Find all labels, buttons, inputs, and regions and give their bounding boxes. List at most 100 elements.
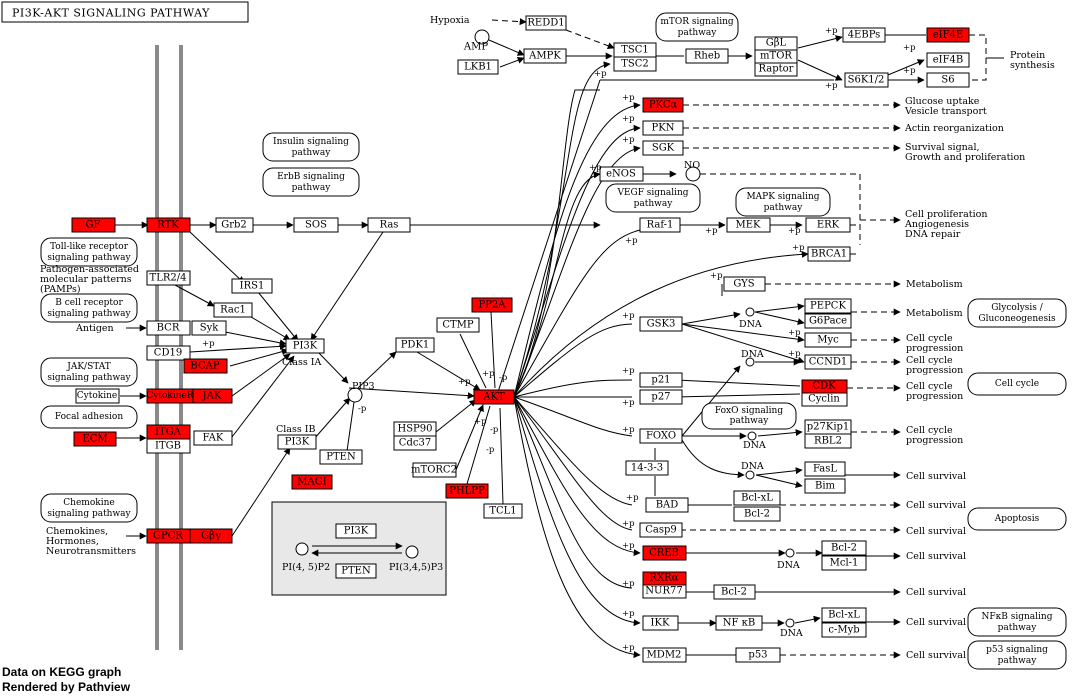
- node-TSC2[interactable]: TSC2: [613, 56, 657, 72]
- node-GSK3[interactable]: GSK3: [639, 316, 683, 332]
- node-S6[interactable]: S6: [926, 72, 970, 88]
- node-S6K12[interactable]: S6K1/2: [844, 72, 889, 88]
- node-eIF4B[interactable]: eIF4B: [926, 52, 970, 68]
- node-Raf1[interactable]: Raf-1: [639, 217, 681, 233]
- node-MEK[interactable]: MEK: [726, 217, 771, 233]
- node-AMPK[interactable]: AMPK: [523, 48, 567, 64]
- node-14-3-3[interactable]: 14-3-3: [625, 460, 669, 476]
- pathway-apoptosis[interactable]: Apoptosis: [967, 507, 1067, 531]
- node-CD19[interactable]: CD19: [146, 345, 191, 361]
- node-4EBPs[interactable]: 4EBPs: [842, 27, 886, 43]
- node-Bcl-2-1[interactable]: Bcl-2: [733, 506, 781, 522]
- node-ECM[interactable]: ECM: [73, 431, 117, 447]
- node-Cyclin[interactable]: Cyclin: [801, 392, 848, 407]
- node-mTOR[interactable]: mTOR: [754, 49, 798, 64]
- node-TSC1[interactable]: TSC1: [613, 42, 657, 58]
- node-GYS[interactable]: GYS: [723, 276, 766, 292]
- node-Cytokine[interactable]: Cytokine: [75, 388, 120, 404]
- node-NUR77[interactable]: NUR77: [642, 584, 687, 599]
- node-c-Myb[interactable]: c-Myb: [821, 622, 867, 638]
- node-Syk[interactable]: Syk: [191, 320, 227, 336]
- node-LKB1[interactable]: LKB1: [457, 59, 499, 75]
- node-Gbg[interactable]: Gβγ: [189, 528, 233, 544]
- node-CytokineR[interactable]: CytokineR: [146, 388, 194, 404]
- node-NFkB[interactable]: NF κB: [715, 615, 763, 631]
- node-p53[interactable]: p53: [735, 647, 781, 663]
- node-GF[interactable]: GF: [71, 217, 116, 233]
- node-PP2A[interactable]: PP2A: [471, 297, 513, 313]
- node-eNOS[interactable]: eNOS: [599, 166, 644, 182]
- node-Rheb[interactable]: Rheb: [685, 48, 729, 64]
- node-PI3K-IA[interactable]: PI3K: [285, 338, 325, 354]
- node-CREB[interactable]: CREB: [642, 545, 687, 561]
- node-PTEN[interactable]: PTEN: [319, 449, 363, 465]
- node-Grb2[interactable]: Grb2: [215, 217, 254, 233]
- compound-AMP[interactable]: AMP: [463, 29, 490, 53]
- node-REDD1[interactable]: REDD1: [525, 15, 567, 31]
- node-SOS[interactable]: SOS: [293, 217, 339, 233]
- node-BCAP[interactable]: BCAP: [183, 358, 228, 374]
- node-Myc[interactable]: Myc: [804, 332, 852, 348]
- node-CDK[interactable]: CDK: [801, 379, 848, 394]
- compound-PIP3[interactable]: PIP3: [347, 381, 375, 403]
- node-Cdc37[interactable]: Cdc37: [393, 435, 437, 451]
- node-p27[interactable]: p27: [639, 389, 683, 405]
- compound-NO[interactable]: NO: [684, 160, 701, 182]
- node-RBL2[interactable]: RBL2: [804, 433, 852, 449]
- node-JAK[interactable]: JAK: [192, 388, 233, 404]
- node-BAD[interactable]: BAD: [645, 497, 689, 513]
- node-Mcl-1[interactable]: Mcl-1: [821, 555, 867, 571]
- node-p21[interactable]: p21: [639, 372, 683, 388]
- node-CCND1[interactable]: CCND1: [804, 354, 852, 370]
- node-GbL[interactable]: GβL: [754, 36, 798, 51]
- node-PKN[interactable]: PKN: [642, 120, 684, 136]
- node-GPCR[interactable]: GPCR: [146, 528, 191, 544]
- node-FAK[interactable]: FAK: [193, 430, 233, 446]
- node-Ras[interactable]: Ras: [367, 217, 411, 233]
- node-ERK[interactable]: ERK: [805, 217, 851, 233]
- node-BRCA1[interactable]: BRCA1: [807, 246, 851, 262]
- node-AKT[interactable]: AKT: [473, 389, 515, 405]
- node-PKCa[interactable]: PKCα: [642, 97, 684, 113]
- node-FOXO[interactable]: FOXO: [639, 428, 683, 444]
- node-mTORC2[interactable]: mTORC2: [411, 462, 457, 478]
- node-Bim[interactable]: Bim: [804, 478, 846, 494]
- node-RTK[interactable]: RTK: [146, 217, 191, 233]
- node-Bcl-2-3[interactable]: Bcl-2: [713, 584, 756, 600]
- node-PEPCK[interactable]: PEPCK: [804, 298, 852, 314]
- pathway-focal-adhesion[interactable]: Focal adhesion: [40, 405, 138, 429]
- node-TCL1[interactable]: TCL1: [483, 503, 523, 519]
- node-eIF4E[interactable]: eIF4E: [926, 27, 970, 43]
- node-PI3K-IB[interactable]: PI3K: [277, 434, 317, 450]
- node-Rac1[interactable]: Rac1: [213, 302, 253, 318]
- node-MAGI[interactable]: MAGI: [291, 474, 333, 490]
- node-PHLPP[interactable]: PHLPP: [445, 483, 489, 499]
- node-Bcl-2-2[interactable]: Bcl-2: [821, 540, 867, 556]
- node-G6Pace[interactable]: G6Pace: [804, 313, 852, 329]
- node-p27Kip1[interactable]: p27Kip1: [804, 419, 852, 435]
- node-PDK1[interactable]: PDK1: [395, 337, 435, 353]
- node-FasL[interactable]: FasL: [804, 461, 846, 477]
- node-Raptor[interactable]: Raptor: [754, 62, 798, 77]
- node-ITGB[interactable]: ITGB: [146, 438, 191, 454]
- node-TLR24[interactable]: TLR2/4: [146, 270, 191, 286]
- node-Bcl-xL-2[interactable]: Bcl-xL: [821, 607, 867, 623]
- node-HSP90[interactable]: HSP90: [393, 421, 437, 437]
- pathway-glycolysis[interactable]: Glycolysis /Gluconeogenesis: [967, 298, 1067, 328]
- node-IRS1[interactable]: IRS1: [231, 278, 273, 294]
- node-CTMP[interactable]: CTMP: [436, 317, 480, 333]
- node-IKK[interactable]: IKK: [642, 615, 679, 631]
- node-MDM2[interactable]: MDM2: [642, 647, 687, 663]
- node-SGK[interactable]: SGK: [642, 140, 684, 156]
